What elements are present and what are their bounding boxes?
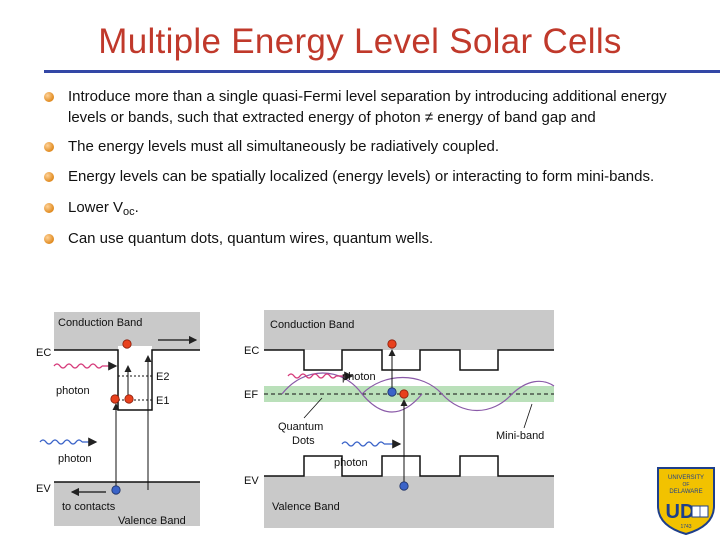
- photon-wave-upper: [53, 363, 103, 369]
- mini-band-fill: [264, 386, 554, 402]
- valence-band-edge: [264, 455, 554, 477]
- bullet-item: Lower Voc.: [44, 197, 684, 220]
- bullet-text: Introduce more than a single quasi-Fermi…: [68, 88, 667, 126]
- bullet-icon: [44, 234, 54, 244]
- bullet-item: The energy levels must all simultaneousl…: [44, 136, 684, 157]
- hole-mb: [387, 387, 397, 397]
- e2-label: E2: [156, 371, 169, 383]
- logo-monogram: UD: [666, 501, 695, 523]
- logo-text-delaware: DELAWARE: [669, 489, 702, 495]
- ec-label: EC: [36, 347, 51, 359]
- left-band-diagram: Conduction Band EC EV E2 E1 photon photo…: [36, 312, 200, 527]
- title-underline: [44, 70, 720, 73]
- bullet-text: Can use quantum dots, quantum wires, qua…: [68, 230, 434, 247]
- wavefunction-2: [361, 376, 555, 412]
- slide-title: Multiple Energy Level Solar Cells: [98, 22, 622, 61]
- hole-vb: [111, 485, 121, 495]
- conduction-band-label: Conduction Band: [270, 319, 354, 331]
- bullet-icon: [44, 92, 54, 102]
- bullet-text: Energy levels can be spatially localized…: [68, 168, 655, 185]
- conduction-band-edge: [264, 349, 554, 371]
- quantum-dots-label-1: Quantum: [278, 421, 323, 433]
- valence-band-label: Valence Band: [272, 501, 340, 513]
- electron-e1-a: [110, 394, 120, 404]
- bullet-item: Introduce more than a single quasi-Fermi…: [44, 86, 684, 128]
- photon-lower-label: photon: [334, 457, 368, 469]
- mini-band-label: Mini-band: [496, 430, 544, 442]
- conduction-band-label: Conduction Band: [58, 317, 142, 329]
- e1-label: E1: [156, 395, 169, 407]
- photon-upper-label: photon: [342, 371, 376, 383]
- logo-year: 1743: [680, 524, 691, 530]
- valence-band-label: Valence Band: [118, 515, 186, 527]
- photon-wave-lower: [39, 439, 83, 445]
- ef-label: EF: [244, 389, 258, 401]
- bullet-item: Can use quantum dots, quantum wires, qua…: [44, 228, 684, 249]
- logo-text-university: UNIVERSITY: [668, 475, 704, 481]
- photon-upper-label: photon: [56, 385, 90, 397]
- electron-mb: [399, 389, 409, 399]
- contacts-label: to contacts: [62, 501, 116, 513]
- valence-band-fill: [264, 476, 554, 528]
- conduction-band-edge: [54, 349, 200, 411]
- conduction-band-fill: [264, 310, 554, 350]
- ec-label: EC: [244, 345, 259, 357]
- photon-lower-label: photon: [58, 453, 92, 465]
- logo-text-of: OF: [683, 482, 690, 488]
- quantum-dots-label-2: Dots: [292, 435, 315, 447]
- ev-label: EV: [244, 475, 259, 487]
- electron-cb: [122, 339, 132, 349]
- electron-e1-b: [124, 394, 134, 404]
- well-cutout: [118, 346, 152, 352]
- bullet-item: Energy levels can be spatially localized…: [44, 166, 684, 187]
- quantum-dots-pointer: [303, 397, 323, 419]
- photon-wave-lower: [341, 441, 385, 447]
- right-band-diagram: Conduction Band EC EF EV photon photon Q…: [244, 310, 555, 528]
- mini-band-pointer: [523, 403, 533, 429]
- bullet-icon: [44, 203, 54, 213]
- photon-wave-upper: [287, 373, 337, 379]
- bullet-text: Lower Voc.: [68, 199, 139, 218]
- bullet-icon: [44, 172, 54, 182]
- university-of-delaware-logo: UNIVERSITY OF DELAWARE UD 1743: [657, 467, 715, 536]
- hole-vb: [399, 481, 409, 491]
- bullet-text: The energy levels must all simultaneousl…: [68, 138, 500, 155]
- electron-cb: [387, 339, 397, 349]
- bullet-icon: [44, 142, 54, 152]
- bullet-list: Introduce more than a single quasi-Fermi…: [44, 86, 684, 249]
- ev-label: EV: [36, 483, 51, 495]
